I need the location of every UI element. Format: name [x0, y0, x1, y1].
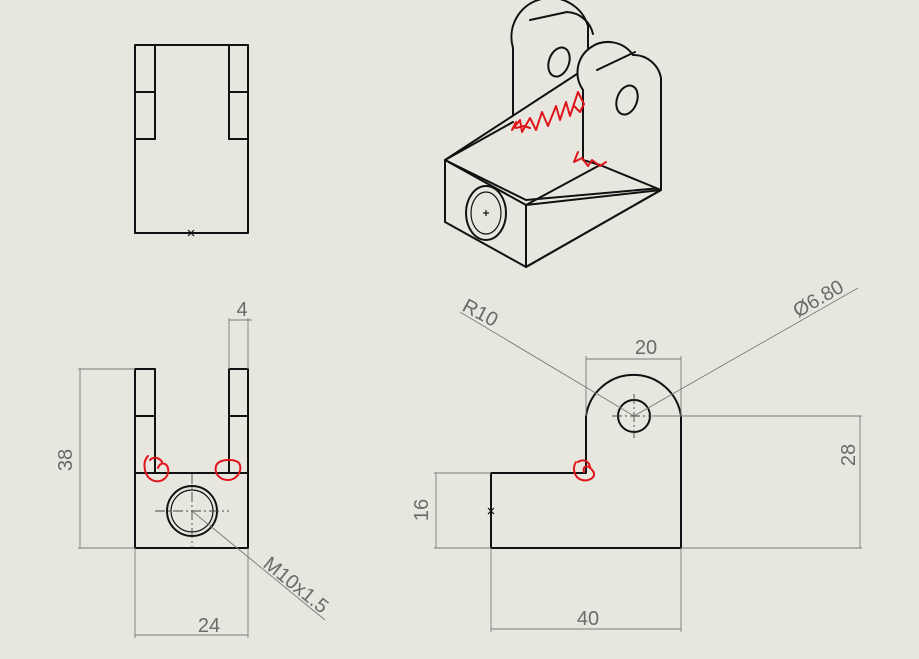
markup-zigzag-front — [573, 151, 607, 167]
isometric-view — [444, 0, 662, 268]
dim-r10: R10 — [459, 295, 635, 417]
dim-20-text: 20 — [635, 337, 657, 359]
dim-40-text: 40 — [577, 608, 599, 630]
dim-diameter-text: Ø6.80 — [790, 276, 848, 322]
markup-circle-right — [214, 458, 242, 481]
iso-thread-hole-outer — [465, 185, 507, 241]
iso-thread-hole-inner — [470, 191, 502, 235]
iso-rear-lug-hole — [547, 46, 571, 78]
red-markup — [143, 91, 607, 483]
side-view: R10 Ø6.80 20 28 16 — [411, 276, 862, 632]
dim-16: 16 — [411, 472, 491, 549]
dim-4-text: 4 — [236, 299, 247, 321]
dim-r10-text: R10 — [459, 295, 502, 332]
dim-4: 4 — [228, 299, 252, 369]
side-view-outline — [490, 373, 682, 549]
dim-38: 38 — [55, 368, 135, 549]
top-view — [134, 44, 249, 237]
thread-callout-text: M10x1.5 — [259, 553, 332, 618]
origin-marker — [187, 229, 195, 237]
markup-zigzag-rear — [511, 91, 585, 133]
front-view: 38 4 24 M10x1.5 — [55, 299, 332, 638]
iso-rear-lug — [510, 0, 589, 131]
iso-front-lug — [576, 41, 662, 191]
iso-front-lug-hole — [615, 84, 639, 116]
dim-24-text: 24 — [198, 615, 220, 637]
dim-40: 40 — [490, 548, 682, 632]
side-origin-marker — [487, 507, 495, 515]
iso-hole-center-mark — [483, 210, 489, 216]
dim-38-text: 38 — [55, 449, 77, 471]
markup-circle-left — [143, 455, 170, 483]
dim-28: 28 — [650, 415, 862, 549]
dim-24: 24 — [134, 548, 249, 638]
dim-diameter: Ø6.80 — [633, 276, 859, 417]
dim-28-text: 28 — [838, 444, 860, 466]
dim-16-text: 16 — [411, 499, 433, 521]
dim-20: 20 — [585, 337, 682, 416]
markup-circle-side — [573, 459, 596, 482]
thread-callout: M10x1.5 — [191, 510, 332, 621]
